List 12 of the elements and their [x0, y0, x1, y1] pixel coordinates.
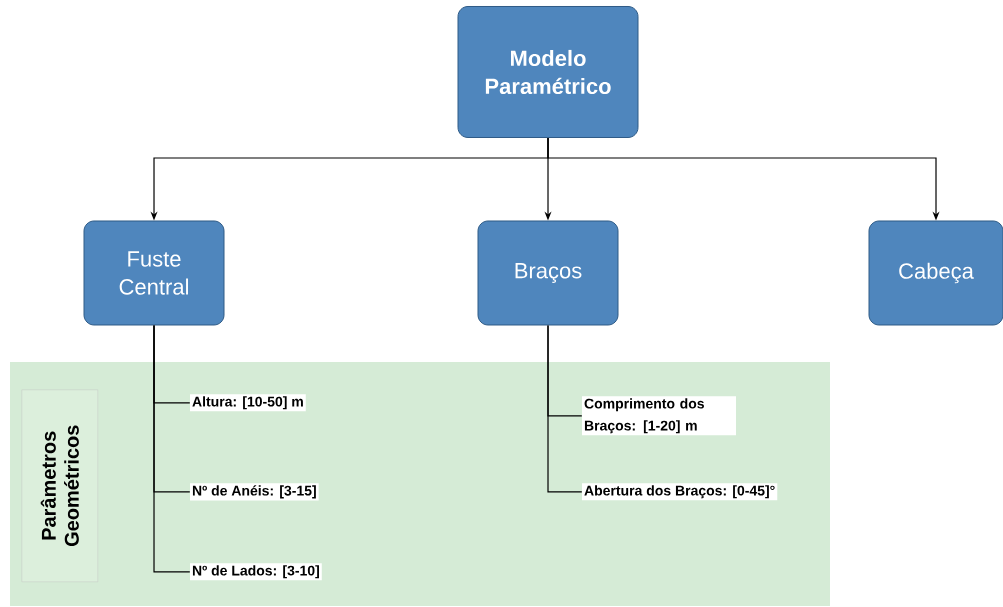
parameter-label: Altura: [10-50] m — [190, 394, 306, 412]
connector-line — [547, 324, 583, 493]
parameter-label: Abertura dos Braços: [0-45]° — [582, 483, 778, 501]
connector-line — [153, 324, 191, 573]
category-box: Cabeça — [868, 220, 1003, 326]
parameter-label: Comprimento dos Braços: [1-20] m — [582, 396, 736, 436]
parameter-label: Nº de Lados: [3-10] — [190, 563, 322, 581]
parameter-label: Nº de Anéis: [3-15] — [190, 483, 319, 501]
root-box: Modelo Paramétrico — [457, 6, 639, 138]
group-label-box: Parâmetros Geométricos — [21, 389, 98, 582]
category-box: Fuste Central — [83, 220, 225, 326]
category-box: Braços — [477, 220, 619, 326]
